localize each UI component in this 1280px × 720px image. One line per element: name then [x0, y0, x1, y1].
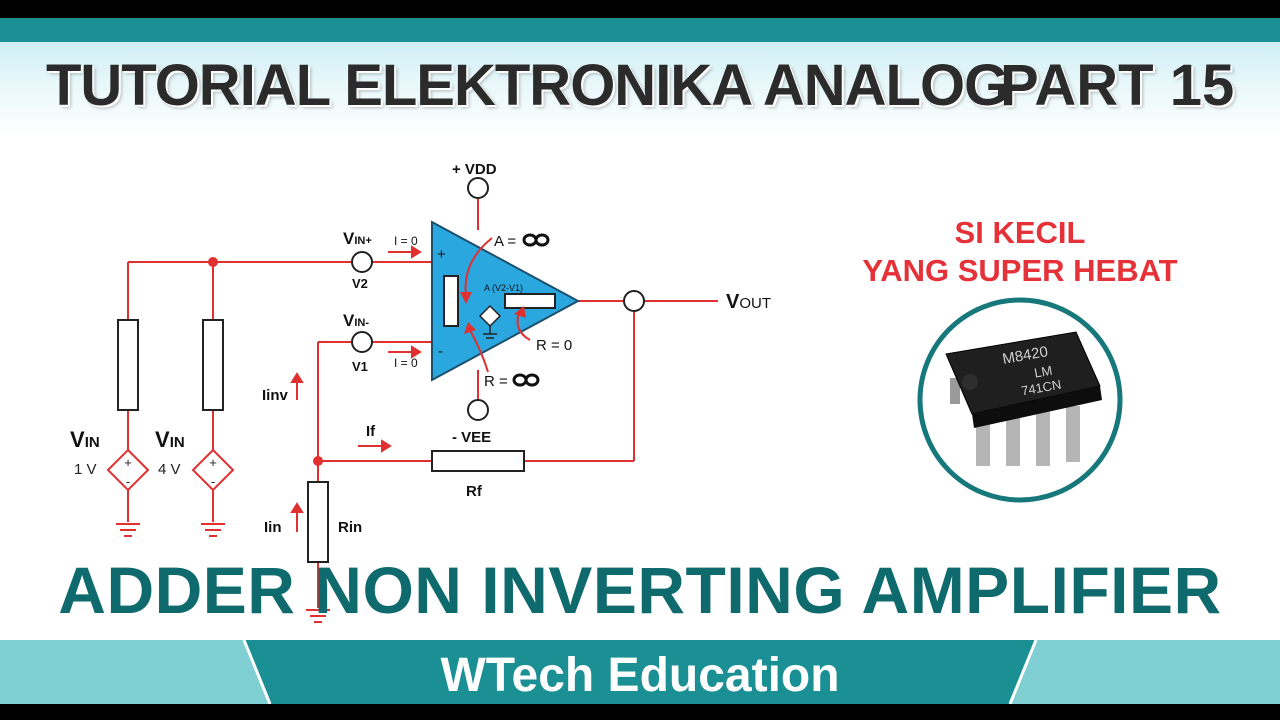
source2-value: 4 V	[158, 461, 181, 478]
chip-marking-2: LM	[1033, 363, 1053, 381]
rin-label: Rin	[338, 519, 362, 536]
opamp-minus-sign: -	[438, 343, 443, 360]
resistor-vin1	[117, 319, 139, 411]
infinity-icon	[522, 233, 550, 247]
svg-text:+: +	[209, 455, 217, 470]
current-arrow-iinv	[290, 372, 304, 400]
svg-text:+: +	[124, 455, 132, 470]
terminal-vin-plus	[351, 251, 373, 273]
top-teal-strip	[0, 18, 1280, 42]
slogan-line-2: YANG SUPER HEBAT	[862, 253, 1178, 288]
main-title: ADDER NON INVERTING AMPLIFIER	[58, 553, 1222, 627]
top-black-bar	[0, 0, 1280, 18]
opamp-output-resistance	[504, 293, 556, 309]
vin-plus-label: VIN+	[343, 229, 372, 248]
terminal-vin-minus	[351, 331, 373, 353]
v2-label: V2	[352, 276, 368, 291]
if-label: If	[366, 423, 376, 440]
footer-label: WTech Education	[440, 649, 840, 702]
chip-marking-3: 741CN	[1020, 377, 1062, 399]
rf-label: Rf	[466, 483, 483, 500]
iinv-label: Iinv	[262, 387, 288, 404]
ic-chip-image: M8420 LM 741CN	[917, 297, 1123, 503]
ground-symbol	[116, 523, 330, 623]
source2-label: VIN	[155, 427, 185, 452]
vin-minus-label: VIN-	[343, 311, 369, 330]
header-part-number: PART 15	[1000, 53, 1235, 118]
resistor-vin2	[202, 319, 224, 411]
terminal-vout	[623, 290, 645, 312]
arrowheads	[460, 292, 526, 334]
vout-label: VOUT	[726, 291, 771, 313]
resistor-rin	[307, 481, 329, 563]
footer-banner	[0, 640, 1280, 705]
i-zero-top: I = 0	[394, 234, 418, 248]
circuit-diagram: + - + - VIN 1 V VIN 4 V +	[70, 161, 771, 623]
vdd-label: + VDD	[452, 161, 497, 178]
vee-label: - VEE	[452, 429, 491, 446]
voltage-source-2: + -	[191, 448, 235, 492]
rout-label: R = 0	[536, 337, 572, 354]
resistor-rf	[431, 450, 525, 472]
terminal-vdd	[467, 177, 489, 199]
current-arrow-bottom	[388, 345, 422, 359]
iin-label: Iin	[264, 519, 282, 536]
current-arrow-iin	[290, 502, 304, 532]
source1-value: 1 V	[74, 461, 97, 478]
terminal-vee	[467, 399, 489, 421]
wire-junction	[208, 257, 218, 267]
bottom-black-bar	[0, 704, 1280, 720]
svg-text:-: -	[126, 474, 130, 489]
opamp-input-resistance	[443, 275, 459, 327]
current-arrow-if	[358, 439, 392, 453]
gain-label: A =	[494, 233, 516, 250]
svg-text:-: -	[211, 474, 215, 489]
wire-junction	[313, 456, 323, 466]
voltage-source-1: + -	[106, 448, 150, 492]
header-title: TUTORIAL ELEKTRONIKA ANALOG	[46, 53, 1009, 118]
slogan-line-1: SI KECIL	[954, 215, 1086, 250]
rin-opamp-label: R =	[484, 373, 508, 390]
i-zero-bottom: I = 0	[394, 356, 418, 370]
source1-label: VIN	[70, 427, 100, 452]
infinity-icon	[512, 373, 540, 387]
v1-label: V1	[352, 359, 368, 374]
header-banner	[0, 42, 1280, 138]
gain-expression: A (V2-V1)	[484, 283, 523, 293]
opamp-plus-sign: +	[437, 246, 446, 263]
slogan: SI KECIL YANG SUPER HEBAT	[810, 214, 1230, 290]
current-arrow-top	[388, 245, 422, 259]
